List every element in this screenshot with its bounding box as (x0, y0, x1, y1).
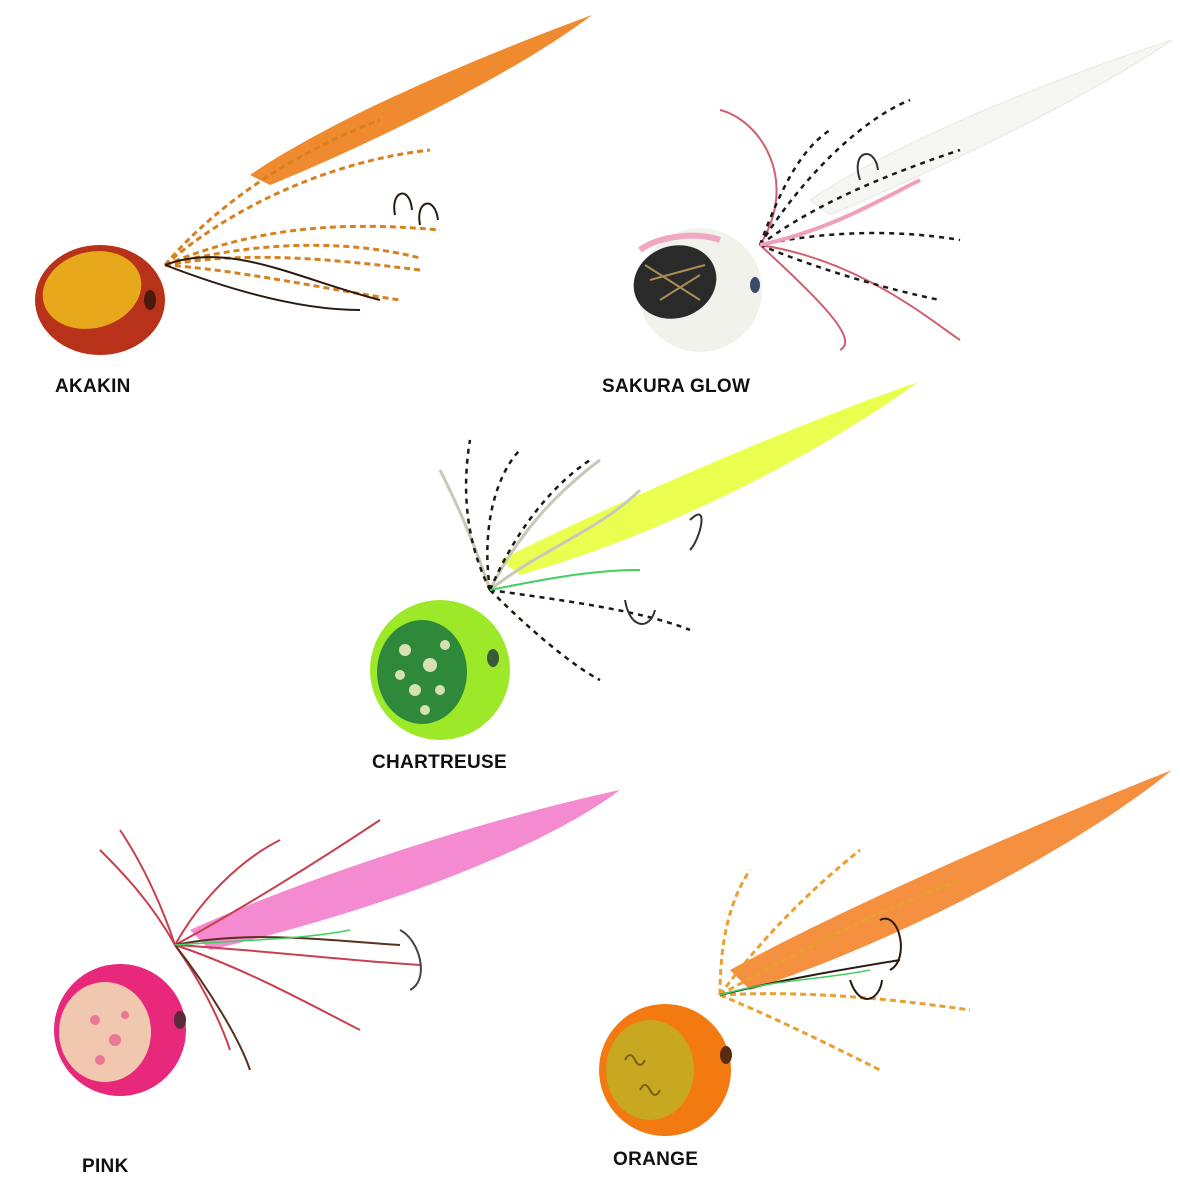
product-label: SAKURA GLOW (602, 376, 751, 397)
product-label: CHARTREUSE (372, 752, 507, 773)
product-sakura-glow: SAKURA GLOW (0, 0, 1180, 400)
lure-image-pink (54, 790, 620, 1096)
product-pink: PINK (0, 780, 620, 1180)
product-label: AKAKIN (55, 376, 131, 397)
product-akakin: AKAKIN (0, 0, 600, 397)
lure-image-akakin (35, 15, 592, 355)
lure-image-sakura-glow (633, 39, 1173, 352)
product-label: ORANGE (613, 1149, 699, 1170)
lure-image-chartreuse (370, 382, 918, 740)
product-chartreuse: CHARTREUSE (0, 370, 1180, 780)
product-label: PINK (82, 1156, 129, 1177)
lure-image-orange (599, 770, 1172, 1136)
product-orange: ORANGE (580, 770, 1180, 1180)
